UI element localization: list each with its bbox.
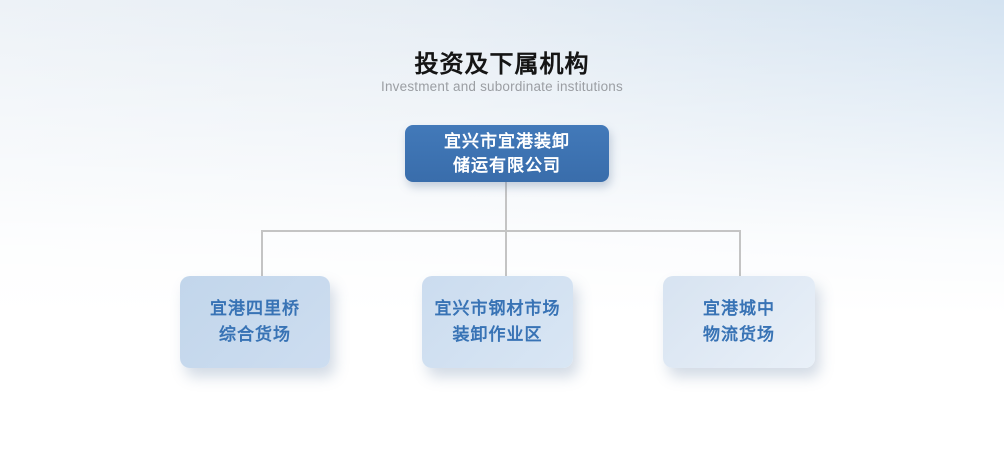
- org-node-root-label-line1: 宜兴市宜港装卸: [444, 131, 570, 151]
- org-node-root-label-line2: 储运有限公司: [453, 155, 561, 175]
- org-node-child-3: 宜港城中 物流货场: [663, 276, 815, 368]
- page-subtitle: Investment and subordinate institutions: [381, 79, 623, 94]
- org-node-child-2-label-line2: 装卸作业区: [452, 325, 543, 344]
- connector-drop-left-line: [261, 230, 263, 276]
- org-node-child-1-label-line1: 宜港四里桥: [210, 299, 300, 318]
- org-node-child-2: 宜兴市钢材市场 装卸作业区: [422, 276, 573, 368]
- connector-horizontal-rail: [261, 230, 741, 232]
- org-node-child-1: 宜港四里桥 综合货场: [180, 276, 330, 368]
- org-node-child-1-label-line2: 综合货场: [219, 325, 291, 344]
- org-node-root: 宜兴市宜港装卸 储运有限公司: [405, 125, 609, 182]
- connector-drop-right-line: [739, 230, 741, 276]
- org-node-child-2-label-line1: 宜兴市钢材市场: [434, 299, 561, 318]
- page-title: 投资及下属机构: [414, 51, 590, 78]
- connector-stem-line: [505, 182, 507, 276]
- org-node-child-3-label-line2: 物流货场: [703, 325, 775, 344]
- org-node-child-3-label-line1: 宜港城中: [703, 299, 775, 318]
